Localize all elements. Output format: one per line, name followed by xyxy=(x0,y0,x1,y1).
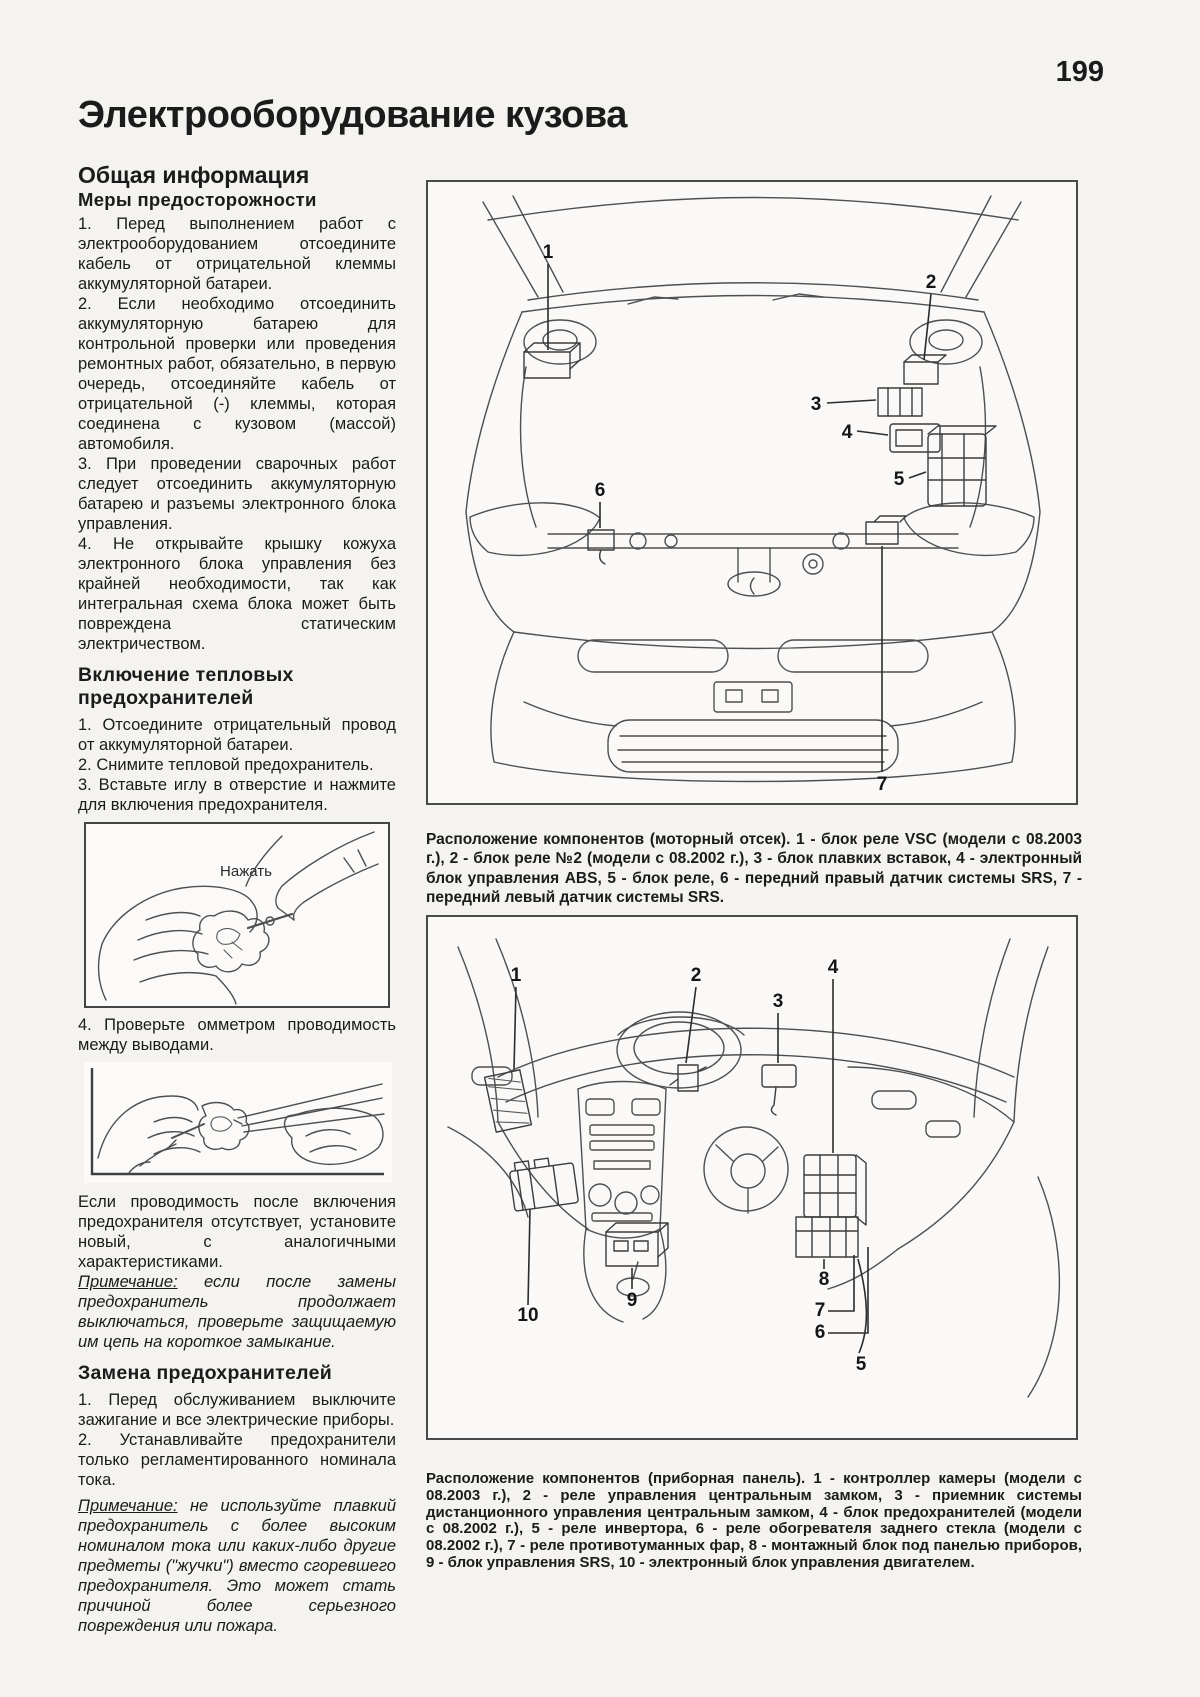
step: 3. Вставьте иглу в отверстие и нажмите д… xyxy=(78,776,396,815)
note-thermal: Примечание: если после замены предохрани… xyxy=(78,1272,396,1352)
engine-callout-lines xyxy=(547,264,932,772)
note-label: Примечание: xyxy=(78,1273,178,1292)
paragraph: 1. Перед обслуживанием выключите зажиган… xyxy=(78,1391,396,1430)
callout-6: 6 xyxy=(815,1322,826,1343)
section-heading-thermal-fuses: Включение тепловых предохранителей xyxy=(78,664,294,710)
callout-1: 1 xyxy=(543,242,554,263)
callout-4: 4 xyxy=(842,422,853,443)
page-title: Электрооборудование кузова xyxy=(78,94,627,136)
ohmmeter-drawing xyxy=(90,1068,385,1176)
dash-callout-lines xyxy=(513,979,869,1354)
figure-dashboard: 1 2 3 4 5 6 7 8 9 10 xyxy=(426,915,1078,1440)
caption-engine-bay: Расположение компонентов (моторный отсек… xyxy=(426,830,1082,907)
note-label: Примечание: xyxy=(78,1497,178,1516)
callout-7: 7 xyxy=(877,774,888,795)
callout-4: 4 xyxy=(828,957,839,978)
note-text: не используйте плавкий предохранитель с … xyxy=(78,1497,396,1636)
caption-dashboard: Расположение компонентов (приборная пане… xyxy=(426,1470,1082,1571)
page-number: 199 xyxy=(1055,56,1104,88)
press-fuse-drawing: Нажать xyxy=(97,831,379,1006)
callout-2: 2 xyxy=(691,965,702,986)
section-heading-fuse-replacement: Замена предохранителей xyxy=(78,1362,333,1385)
paragraph: 3. При проведении сварочных работ следуе… xyxy=(78,455,396,534)
figure-press-label: Нажать xyxy=(220,863,272,880)
figure-press-fuse: Нажать xyxy=(84,822,390,1009)
step: 2. Снимите тепловой предохранитель. xyxy=(78,756,374,775)
note-replacement: Примечание: не используйте плавкий предо… xyxy=(78,1496,396,1636)
callout-5: 5 xyxy=(856,1354,867,1375)
engine-bay-drawing: 1 2 3 4 5 6 7 xyxy=(465,195,1041,795)
callout-9: 9 xyxy=(627,1290,638,1311)
paragraph: 1. Перед выполнением работ с электрообор… xyxy=(78,215,396,294)
callout-2: 2 xyxy=(926,272,937,293)
paragraph: Если проводимость после включения предох… xyxy=(78,1193,396,1272)
callout-1: 1 xyxy=(511,965,522,986)
figure-ohmmeter-check xyxy=(84,1062,392,1184)
figure-engine-bay: 1 2 3 4 5 6 7 xyxy=(426,180,1078,805)
text-column: Общая информация Меры предосторожности 1… xyxy=(78,163,396,1636)
note-text: если после замены предохранитель продолж… xyxy=(78,1273,396,1352)
dash-callout-numbers: 1 2 3 4 5 6 7 8 9 10 xyxy=(511,957,867,1375)
callout-10: 10 xyxy=(517,1305,538,1326)
callout-6: 6 xyxy=(595,480,606,501)
callout-3: 3 xyxy=(773,991,784,1012)
callout-8: 8 xyxy=(819,1269,830,1290)
section-heading-general: Общая информация xyxy=(78,162,310,188)
step: 4. Проверьте омметром проводимость между… xyxy=(78,1016,396,1055)
callout-5: 5 xyxy=(894,469,905,490)
subsection-heading-precautions: Меры предосторожности xyxy=(78,189,317,211)
callout-3: 3 xyxy=(811,394,822,415)
dashboard-drawing: 1 2 3 4 5 6 7 8 9 10 xyxy=(447,938,1061,1398)
callout-7: 7 xyxy=(815,1300,826,1321)
engine-callout-numbers: 1 2 3 4 5 6 7 xyxy=(543,242,937,795)
paragraph: 4. Не открывайте крышку кожуха электронн… xyxy=(78,535,396,654)
step: 1. Отсоедините отрицательный провод от а… xyxy=(78,716,396,755)
paragraph: 2. Устанавливайте предохранители только … xyxy=(78,1431,396,1490)
paragraph: 2. Если необходимо отсоединить аккумулят… xyxy=(78,295,396,454)
